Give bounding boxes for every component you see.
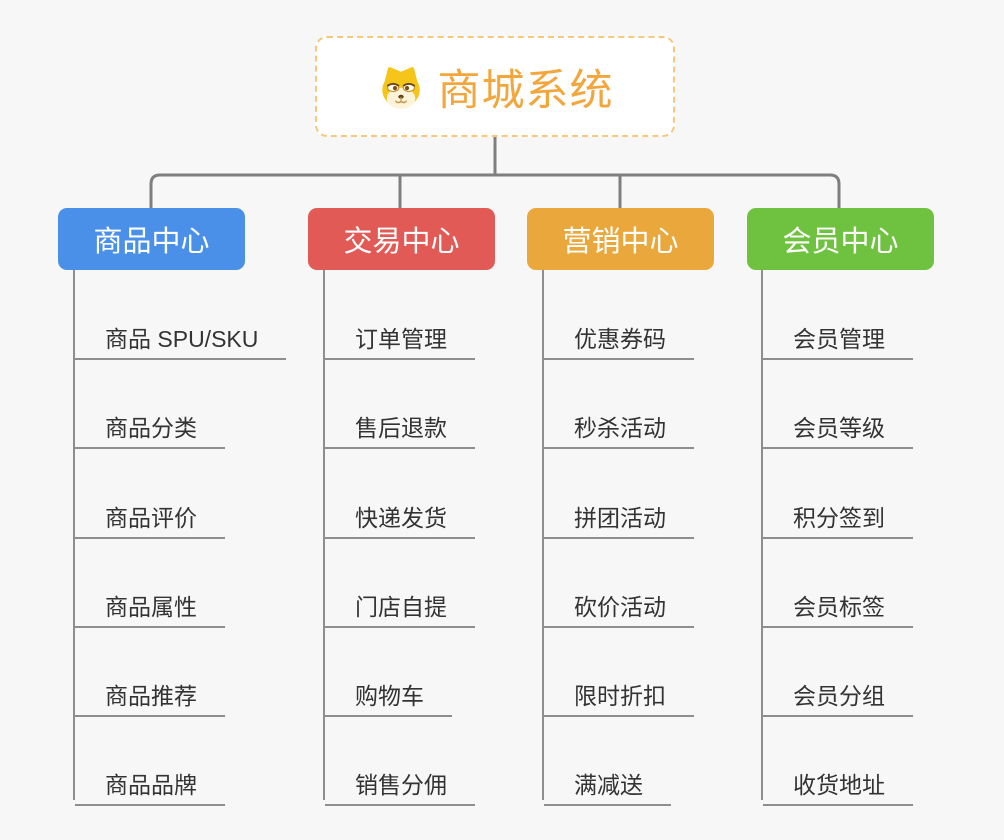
branch-children-member-center: 会员管理 会员等级 积分签到 会员标签 会员分组 收货地址 — [761, 270, 1004, 806]
leaf-label: 会员标签 — [793, 594, 885, 621]
branch-node-product-center[interactable]: 商品中心 — [58, 208, 245, 270]
leaf-node[interactable]: 门店自提 — [325, 572, 475, 628]
leaf-label: 满减送 — [574, 772, 643, 799]
leaf-label: 商品评价 — [105, 505, 197, 532]
branch-node-marketing-center[interactable]: 营销中心 — [527, 208, 714, 270]
leaf-label: 订单管理 — [355, 326, 447, 353]
root-label: 商城系统 — [437, 66, 614, 115]
leaf-node[interactable]: 会员分组 — [763, 661, 913, 717]
leaf-node[interactable]: 优惠券码 — [544, 304, 694, 360]
leaf-node[interactable]: 收货地址 — [763, 750, 913, 806]
branch-children-trade-center: 订单管理 售后退款 快递发货 门店自提 购物车 销售分佣 — [323, 270, 595, 806]
leaf-label: 会员分组 — [793, 683, 885, 710]
root-node[interactable]: 商城系统 — [315, 36, 675, 137]
leaf-node[interactable]: 购物车 — [325, 661, 452, 717]
branch-node-trade-center[interactable]: 交易中心 — [308, 208, 495, 270]
leaf-label: 会员管理 — [793, 326, 885, 353]
branch-children-product-center: 商品 SPU/SKU 商品分类 商品评价 商品属性 商品推荐 商品品牌 — [73, 270, 345, 806]
leaf-node[interactable]: 会员管理 — [763, 304, 913, 360]
branch-children-marketing-center: 优惠券码 秒杀活动 拼团活动 砍价活动 限时折扣 满减送 — [542, 270, 814, 806]
leaf-label: 商品属性 — [105, 594, 197, 621]
leaf-label: 购物车 — [355, 683, 424, 710]
leaf-node[interactable]: 商品推荐 — [75, 661, 225, 717]
leaf-label: 商品推荐 — [105, 683, 197, 710]
leaf-node[interactable]: 积分签到 — [763, 483, 913, 539]
leaf-label: 拼团活动 — [574, 505, 666, 532]
leaf-node[interactable]: 商品 SPU/SKU — [75, 304, 287, 360]
leaf-label: 商品分类 — [105, 415, 197, 442]
leaf-node[interactable]: 秒杀活动 — [544, 393, 694, 449]
leaf-node[interactable]: 售后退款 — [325, 393, 475, 449]
leaf-node[interactable]: 销售分佣 — [325, 750, 475, 806]
leaf-label: 销售分佣 — [355, 772, 447, 799]
leaf-node[interactable]: 砍价活动 — [544, 572, 694, 628]
leaf-node[interactable]: 会员标签 — [763, 572, 913, 628]
leaf-label: 收货地址 — [793, 772, 885, 799]
leaf-node[interactable]: 快递发货 — [325, 483, 475, 539]
leaf-node[interactable]: 订单管理 — [325, 304, 475, 360]
leaf-label: 快递发货 — [355, 505, 447, 532]
branch-bus-connector — [149, 173, 841, 208]
leaf-label: 优惠券码 — [574, 326, 666, 353]
dog-face-icon — [381, 66, 420, 109]
branch-node-member-center[interactable]: 会员中心 — [747, 208, 934, 270]
leaf-label: 售后退款 — [355, 415, 447, 442]
leaf-node[interactable]: 商品品牌 — [75, 750, 225, 806]
leaf-label: 秒杀活动 — [574, 415, 666, 442]
leaf-label: 门店自提 — [355, 594, 447, 621]
leaf-label: 积分签到 — [793, 505, 885, 532]
leaf-label: 砍价活动 — [574, 594, 666, 621]
leaf-label: 商品品牌 — [105, 772, 197, 799]
leaf-label: 会员等级 — [793, 415, 885, 442]
leaf-node[interactable]: 会员等级 — [763, 393, 913, 449]
leaf-node[interactable]: 商品评价 — [75, 483, 225, 539]
leaf-node[interactable]: 限时折扣 — [544, 661, 694, 717]
leaf-node[interactable]: 商品属性 — [75, 572, 225, 628]
leaf-label: 限时折扣 — [574, 683, 666, 710]
leaf-node[interactable]: 满减送 — [544, 750, 671, 806]
leaf-node[interactable]: 商品分类 — [75, 393, 225, 449]
leaf-node[interactable]: 拼团活动 — [544, 483, 694, 539]
leaf-label: 商品 SPU/SKU — [105, 326, 259, 353]
